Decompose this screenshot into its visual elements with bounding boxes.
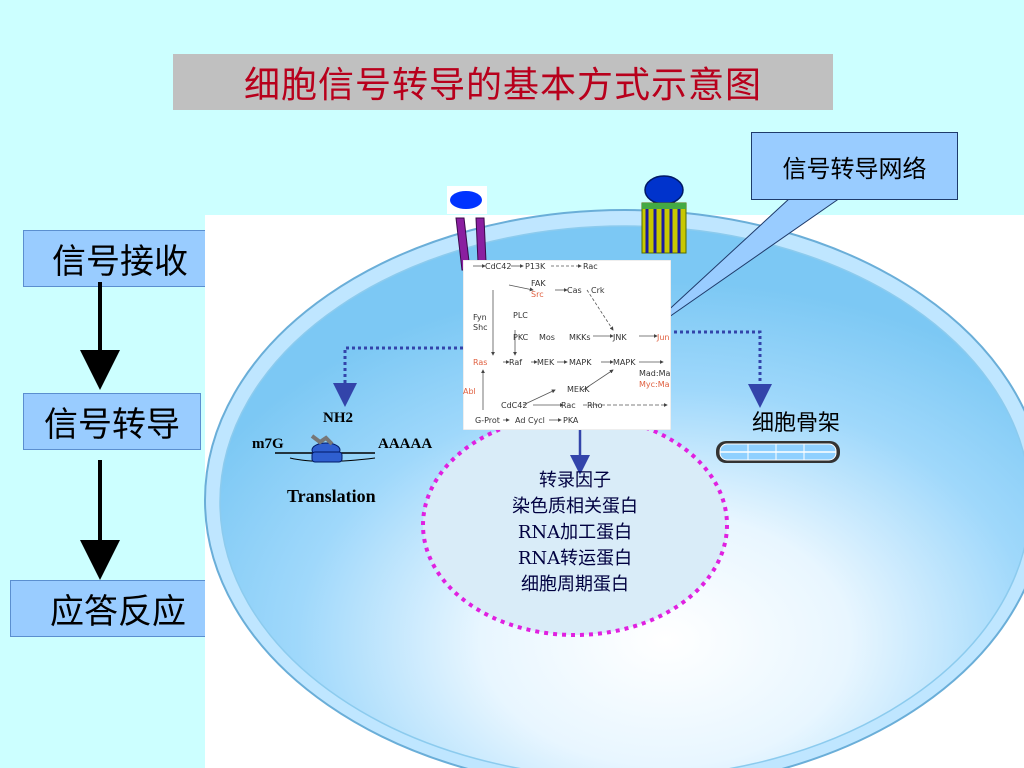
stage-arrows bbox=[80, 282, 120, 580]
pathway-node: Ras bbox=[473, 358, 487, 367]
polya-tail-label: AAAAA bbox=[378, 436, 433, 452]
pathway-node: MKKs bbox=[569, 333, 591, 342]
ligand-right bbox=[644, 175, 684, 205]
pathway-node: Ad Cycl bbox=[515, 416, 545, 425]
pathway-node: CdC42 bbox=[485, 262, 511, 271]
ligand-left bbox=[450, 191, 482, 209]
nucleus-target: 转录因子 bbox=[539, 470, 611, 491]
title-box: 细胞信号转导的基本方式示意图 bbox=[173, 54, 833, 110]
signal-network-callout: 信号转导网络 bbox=[751, 132, 958, 200]
stage-label: 信号转导 bbox=[44, 405, 180, 445]
nucleus-target: RNA转运蛋白 bbox=[517, 548, 633, 569]
pathway-node: MAPK bbox=[613, 358, 636, 367]
nucleus-target: 染色质相关蛋白 bbox=[512, 496, 638, 517]
receptor-left bbox=[447, 186, 487, 271]
pathway-node: Mad:Ma bbox=[639, 369, 670, 378]
pathway-node: Rac bbox=[561, 401, 576, 410]
translation-label: Translation bbox=[287, 486, 376, 506]
page-title: 细胞信号转导的基本方式示意图 bbox=[243, 65, 762, 106]
nucleus bbox=[421, 413, 729, 637]
pathway-node: PLC bbox=[513, 311, 528, 320]
pathway-node: Shc bbox=[473, 323, 488, 332]
pathway-node: PKA bbox=[563, 416, 579, 425]
pathway-node: Mos bbox=[539, 333, 555, 342]
pathway-node: FAK bbox=[531, 279, 546, 288]
stage-response: 应答反应 bbox=[10, 580, 226, 637]
stage-signal-reception: 信号接收 bbox=[23, 230, 217, 287]
m7g-cap-label: m7G bbox=[252, 436, 284, 452]
stage-label: 应答反应 bbox=[50, 592, 186, 632]
pathway-node: MAPK bbox=[569, 358, 592, 367]
nucleus-target: RNA加工蛋白 bbox=[517, 522, 633, 543]
pathway-node: Jun bbox=[656, 333, 670, 342]
pathway-node: Abl bbox=[463, 387, 476, 396]
cytoskeleton-fiber bbox=[716, 441, 840, 463]
pathway-node: G-Prot bbox=[475, 416, 500, 425]
pathway-node: Fyn bbox=[473, 313, 487, 322]
pathway-node: Myc:Ma bbox=[639, 380, 670, 389]
pathway-node: PKC bbox=[513, 333, 529, 342]
pathway-node: MEKK bbox=[567, 385, 590, 394]
stage-signal-transduction: 信号转导 bbox=[23, 393, 201, 450]
arrow-to-cytoskeleton bbox=[668, 330, 772, 408]
pathway-node: Raf bbox=[509, 358, 522, 367]
cytoskeleton-label: 细胞骨架 bbox=[752, 411, 841, 436]
pathway-node: Cas bbox=[567, 286, 582, 295]
pathway-node: Rho bbox=[587, 401, 603, 410]
callout-label: 信号转导网络 bbox=[782, 154, 927, 183]
pathway-node: Crk bbox=[591, 286, 605, 295]
pathway-node: Src bbox=[531, 290, 544, 299]
pathway-node: CdC42 bbox=[501, 401, 527, 410]
pathway-node: MEK bbox=[537, 358, 555, 367]
nh2-label: NH2 bbox=[323, 410, 353, 426]
pathway-node: JNK bbox=[612, 333, 627, 342]
stage-label: 信号接收 bbox=[52, 242, 188, 282]
pathway-node: Rac bbox=[583, 262, 598, 271]
mrna-translation bbox=[275, 434, 376, 463]
receptor-right bbox=[641, 175, 687, 254]
pathway-node: P13K bbox=[525, 262, 546, 271]
nucleus-target: 细胞周期蛋白 bbox=[521, 574, 629, 595]
